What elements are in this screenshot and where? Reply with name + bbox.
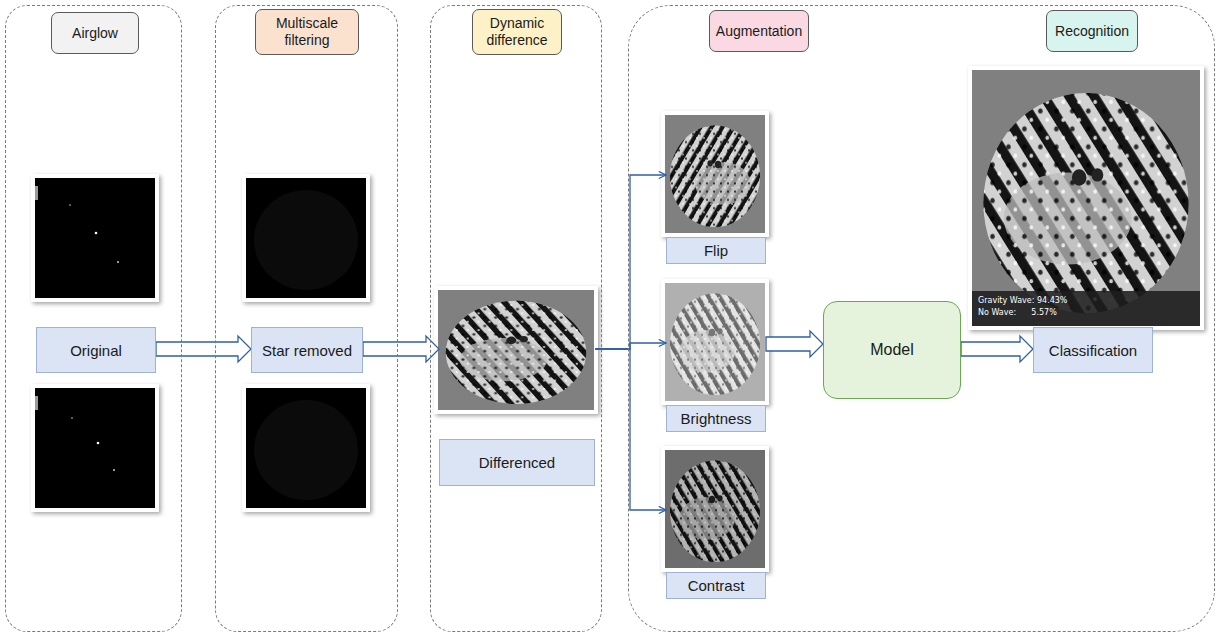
node-text: Brightness <box>681 410 752 427</box>
node-text: Contrast <box>688 577 745 594</box>
stage-group: AirglowOriginal <box>5 5 182 632</box>
flow-arrow <box>595 175 666 349</box>
wave-picture <box>665 115 765 233</box>
image-caption-box: Differenced <box>439 439 595 486</box>
brightness-wash <box>665 283 765 401</box>
edge-glow <box>35 396 38 410</box>
night-sky <box>35 178 155 298</box>
recognition-image <box>968 66 1204 330</box>
block-arrow <box>961 336 1033 362</box>
brightness-image <box>661 279 769 405</box>
night-sky <box>35 388 155 508</box>
node-text: Star removed <box>262 342 352 359</box>
model-box: Model <box>823 301 961 399</box>
result-text: Gravity Wave: 94.43% <box>978 296 1067 306</box>
stage-header: Augmentation <box>709 10 809 52</box>
node-text: Multiscale filtering <box>260 15 354 49</box>
image-card: Differenced <box>439 291 595 486</box>
node-text: Classification <box>1049 342 1137 359</box>
stage-group: Multiscale filteringStar removed <box>215 5 398 632</box>
output-box: Classification <box>1033 327 1153 373</box>
block-arrow <box>363 336 439 362</box>
block-arrow <box>156 336 251 362</box>
image-frame <box>661 111 769 237</box>
image-frame <box>968 66 1204 330</box>
image-card: Contrast <box>666 451 766 599</box>
node-text: Model <box>870 341 914 359</box>
wave-picture <box>665 450 765 568</box>
star <box>97 442 100 445</box>
star <box>117 261 119 263</box>
airglow-disc <box>254 400 358 500</box>
image-frame <box>31 384 159 512</box>
block-arrow <box>766 331 823 357</box>
flip-image <box>661 111 769 237</box>
stage-group: Augmentation RecognitionFlipBrightnessCon… <box>628 5 1215 632</box>
result-text: No Wave: 5.57% <box>978 308 1057 318</box>
node-text: Differenced <box>479 454 555 471</box>
stage-header: Airglow <box>51 12 139 54</box>
night-sky <box>246 388 366 508</box>
node-text: Airglow <box>72 25 118 42</box>
result-band <box>972 291 1200 326</box>
image-frame <box>661 446 769 572</box>
stage-header: Dynamic difference <box>472 9 562 55</box>
flow-arrow <box>595 343 666 349</box>
image-caption-box: Contrast <box>666 572 766 599</box>
contrast-shade <box>665 450 765 568</box>
star <box>95 232 98 235</box>
node-text: Flip <box>704 242 728 259</box>
image-caption-box: Brightness <box>666 405 766 432</box>
airglow-disc <box>254 190 358 290</box>
flow-arrow <box>595 349 666 510</box>
night-sky <box>246 178 366 298</box>
stage-header: Recognition <box>1046 10 1138 52</box>
star <box>113 469 115 471</box>
stage-label: Star removed <box>251 327 363 373</box>
image-frame <box>242 174 370 302</box>
image-frame <box>31 174 159 302</box>
node-text: Original <box>70 342 122 359</box>
airglow-image <box>31 174 159 302</box>
stage-label: Original <box>36 327 156 373</box>
wave-picture <box>972 70 1200 326</box>
node-text: Augmentation <box>716 23 802 40</box>
stage-group: Dynamic differenceDifferenced <box>430 5 602 632</box>
edge-glow <box>35 186 38 200</box>
image-frame <box>661 279 769 405</box>
node-text: Recognition <box>1055 23 1129 40</box>
star <box>71 417 73 419</box>
image-card: Brightness <box>666 284 766 432</box>
filtered-image <box>242 384 370 512</box>
contrast-image <box>661 446 769 572</box>
stage-header: Multiscale filtering <box>255 9 359 55</box>
node-text: Dynamic difference <box>477 15 557 49</box>
image-frame <box>434 286 598 414</box>
differenced-image <box>434 286 598 414</box>
image-frame <box>242 384 370 512</box>
image-card: Flip <box>666 116 766 264</box>
star <box>69 204 71 206</box>
image-caption-box: Flip <box>666 237 766 264</box>
filtered-image <box>242 174 370 302</box>
airglow-image <box>31 384 159 512</box>
wave-picture <box>665 283 765 401</box>
wave-picture <box>438 290 594 410</box>
